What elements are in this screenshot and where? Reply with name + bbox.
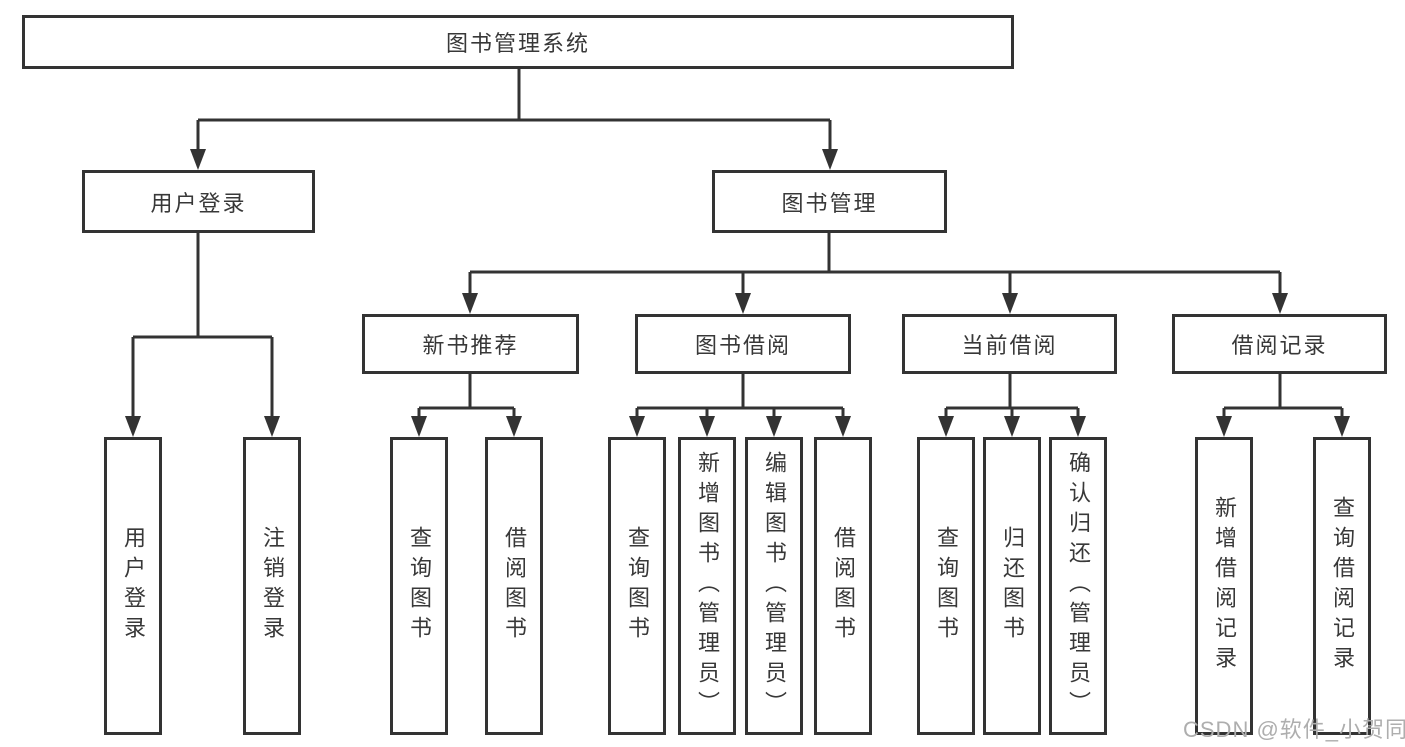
arrowhead-icon	[766, 416, 782, 437]
node-leaf-return-books: 归还图书	[983, 437, 1041, 735]
connector-new-book-to-leaves	[417, 374, 516, 419]
node-leaf-add-books-admin: 新增图书（管理员）	[678, 437, 736, 735]
node-user-login-group: 用户登录	[82, 170, 315, 233]
node-label: 用户登录	[150, 190, 247, 216]
node-label: 图书借阅	[694, 333, 791, 358]
arrowhead-icon	[125, 416, 141, 437]
node-label: 图书管理系统	[445, 31, 590, 56]
node-library-management-system: 图书管理系统	[22, 15, 1014, 69]
node-book-borrowing: 图书借阅	[635, 314, 851, 374]
arrowhead-icon	[1070, 416, 1086, 437]
arrowhead-icon	[1004, 416, 1020, 437]
node-label: 新增图书（管理员）	[695, 451, 720, 721]
arrowhead-icon	[1002, 293, 1018, 314]
arrowhead-icon	[1272, 293, 1288, 314]
node-label: 借阅图书	[831, 526, 856, 646]
arrowhead-icon	[938, 416, 954, 437]
node-leaf-confirm-return-admin: 确认归还（管理员）	[1049, 437, 1107, 735]
arrowhead-icon	[822, 149, 838, 170]
node-label: 查询借阅记录	[1330, 496, 1355, 676]
node-borrowing-records: 借阅记录	[1172, 314, 1387, 374]
node-label: 注销登录	[260, 526, 285, 646]
node-leaf-borrow-books: 借阅图书	[814, 437, 872, 735]
node-label: 查询图书	[625, 526, 650, 646]
arrowhead-icon	[735, 293, 751, 314]
node-label: 归还图书	[1000, 526, 1025, 646]
connector-borrow-records-to-leaves	[1222, 374, 1344, 419]
node-leaf-user-login: 用户登录	[104, 437, 162, 735]
node-leaf-query-books-recommend: 查询图书	[390, 437, 448, 735]
node-book-management: 图书管理	[712, 170, 947, 233]
arrowhead-icon	[506, 416, 522, 437]
node-label: 编辑图书（管理员）	[762, 451, 787, 721]
connector-user-login-to-leaves	[131, 233, 274, 419]
node-label: 借阅图书	[502, 526, 527, 646]
arrowhead-icon	[462, 293, 478, 314]
arrowhead-icon	[1334, 416, 1350, 437]
arrowhead-icon	[411, 416, 427, 437]
node-label: 查询图书	[407, 526, 432, 646]
node-label: 确认归还（管理员）	[1066, 451, 1091, 721]
connector-root-to-level2	[196, 69, 832, 152]
connector-book-management-to-level3	[468, 233, 1282, 296]
node-current-borrowing: 当前借阅	[902, 314, 1117, 374]
node-leaf-query-borrow-record: 查询借阅记录	[1313, 437, 1371, 735]
node-label: 查询图书	[934, 526, 959, 646]
arrowhead-icon	[699, 416, 715, 437]
node-leaf-query-books-borrow: 查询图书	[608, 437, 666, 735]
node-label: 新书推荐	[422, 333, 519, 358]
node-label: 用户登录	[121, 526, 146, 646]
node-leaf-query-books-current: 查询图书	[917, 437, 975, 735]
node-leaf-edit-books-admin: 编辑图书（管理员）	[745, 437, 803, 735]
watermark: CSDN @软件_小贺同学	[1183, 717, 1405, 742]
node-new-book-recommend: 新书推荐	[362, 314, 579, 374]
arrowhead-icon	[264, 416, 280, 437]
arrowhead-icon	[190, 149, 206, 170]
node-leaf-add-borrow-record: 新增借阅记录	[1195, 437, 1253, 735]
node-leaf-borrow-books-recommend: 借阅图书	[485, 437, 543, 735]
node-label: 借阅记录	[1231, 333, 1328, 358]
node-leaf-logout: 注销登录	[243, 437, 301, 735]
node-label: 新增借阅记录	[1212, 496, 1237, 676]
arrowhead-icon	[835, 416, 851, 437]
node-label: 图书管理	[781, 190, 878, 216]
connector-current-borrow-to-leaves	[944, 374, 1080, 419]
connector-book-borrow-to-leaves	[635, 374, 845, 419]
arrowhead-icon	[1216, 416, 1232, 437]
arrowhead-icon	[629, 416, 645, 437]
node-label: 当前借阅	[961, 333, 1058, 358]
